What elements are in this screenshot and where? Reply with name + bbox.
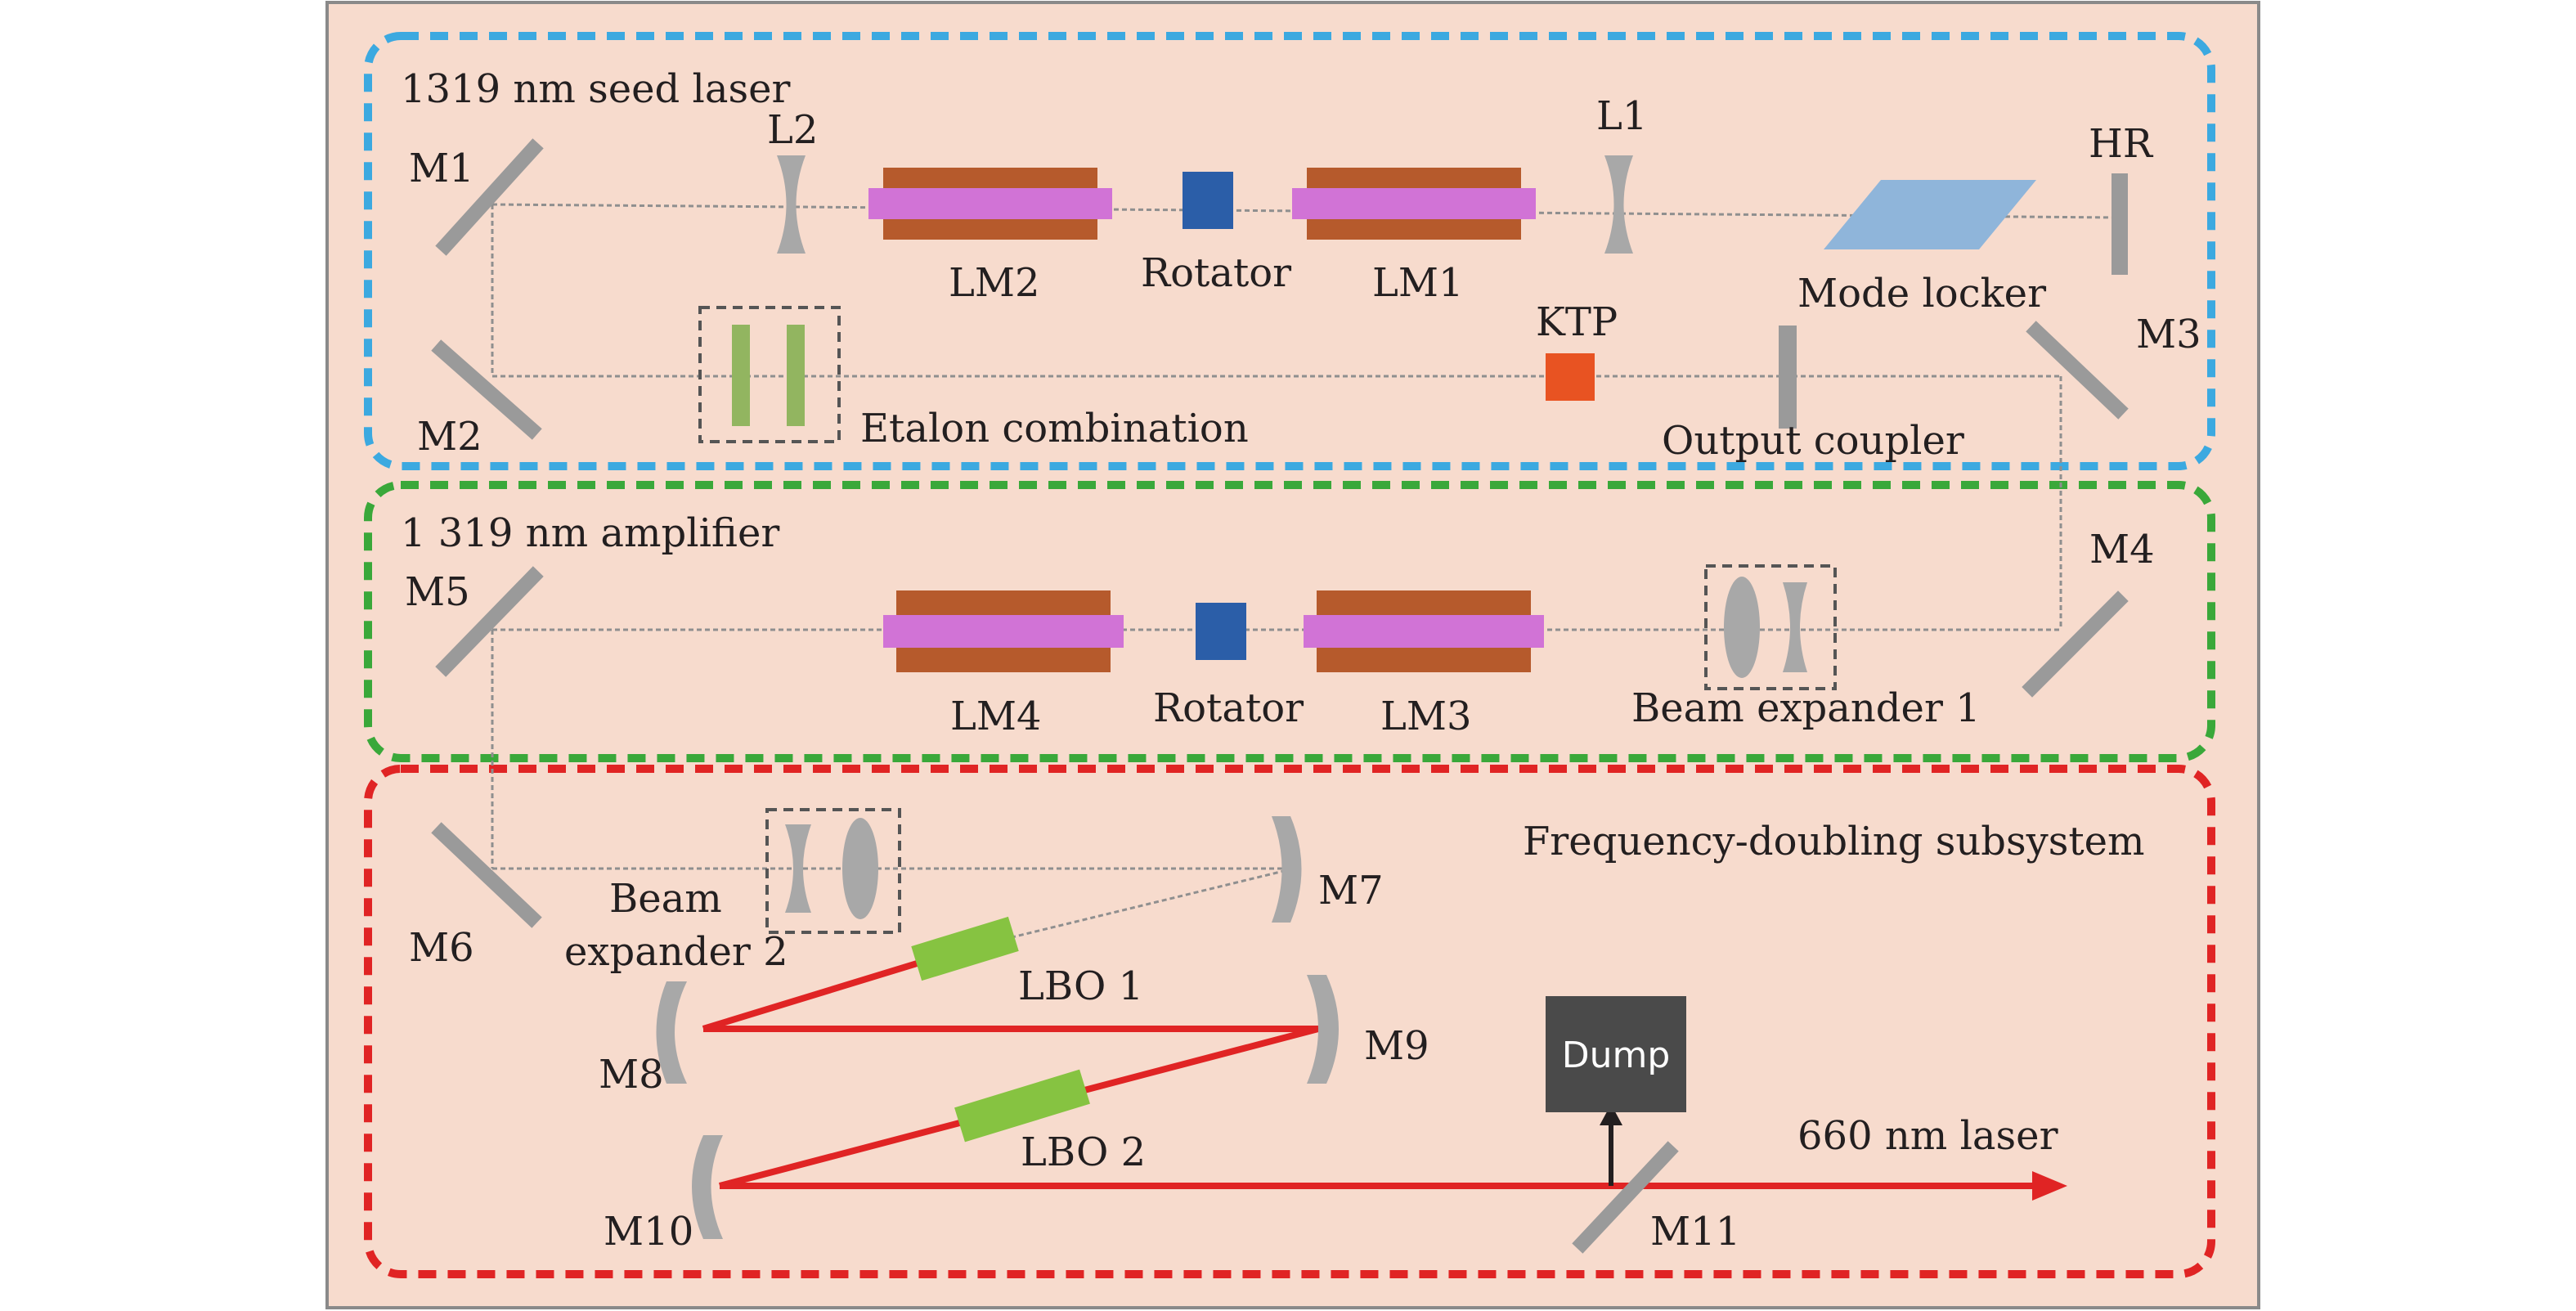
mirror-m6 [431, 822, 542, 928]
beam-expander-2-convex-lens [842, 818, 878, 919]
beam-expander-2-concave-lens [785, 824, 811, 913]
rotator-2 [1196, 603, 1246, 660]
label-m10: M10 [604, 1209, 693, 1255]
label-m9: M9 [1364, 1023, 1429, 1069]
label-beam-expander-2-line1: Beam [609, 876, 722, 922]
label-beam-expander-1: Beam expander 1 [1631, 685, 1981, 731]
laser-module-lm3 [1304, 590, 1544, 672]
label-m3: M3 [2136, 312, 2201, 357]
mirror-m11 [1572, 1141, 1679, 1254]
mirror-m8 [656, 981, 687, 1084]
lbo-crystal-2 [954, 1069, 1090, 1143]
freq-section-title: Frequency-doubling subsystem [1523, 819, 2145, 864]
amp-section-title: 1 319 nm amplifier [401, 510, 779, 556]
etalon-plate-1 [732, 325, 750, 426]
label-m1: M1 [409, 146, 474, 191]
beam-expander-2-box [765, 808, 901, 934]
ktp-crystal [1546, 353, 1595, 401]
amplifier-section [364, 481, 2215, 762]
output-coupler-mirror [1779, 326, 1797, 429]
rotator-1 [1183, 172, 1233, 229]
label-m2: M2 [417, 414, 482, 460]
label-beam-expander-2-line2: expander 2 [564, 929, 788, 975]
label-hr: HR [2089, 121, 2154, 167]
frequency-doubling-section [364, 765, 2215, 1278]
label-l2: L2 [767, 107, 818, 153]
label-lm1: LM1 [1372, 260, 1464, 306]
label-m8: M8 [599, 1052, 664, 1098]
label-m4: M4 [2089, 527, 2155, 572]
label-lbo-2: LBO 2 [1021, 1129, 1146, 1175]
lens-l2 [777, 155, 806, 254]
beam-expander-1-convex-lens [1724, 577, 1760, 678]
label-dump: Dump [1562, 1035, 1671, 1076]
output-arrowhead [2032, 1171, 2067, 1201]
label-lm3: LM3 [1380, 694, 1472, 739]
mirror-m5 [435, 566, 544, 677]
dump-arrowhead [1600, 1104, 1622, 1125]
label-rotator-1: Rotator [1141, 250, 1291, 296]
mirror-m2 [431, 339, 542, 440]
label-m6: M6 [409, 925, 474, 971]
mode-locker [1824, 180, 2036, 249]
label-m7: M7 [1318, 868, 1384, 914]
hr-mirror [2112, 173, 2128, 275]
seed-laser-section [364, 32, 2215, 470]
laser-module-lm2 [868, 168, 1112, 240]
lens-l1 [1604, 155, 1633, 254]
label-lm2: LM2 [949, 260, 1040, 306]
mirror-m7 [1272, 816, 1302, 923]
beam-dump [1546, 996, 1686, 1112]
mirror-m4 [2022, 590, 2129, 698]
mirror-m9 [1307, 975, 1339, 1084]
label-l1: L1 [1596, 93, 1647, 139]
label-output-coupler: Output coupler [1662, 418, 1964, 464]
label-ktp: KTP [1536, 299, 1618, 345]
label-m11: M11 [1650, 1209, 1740, 1255]
label-etalon: Etalon combination [860, 406, 1249, 451]
lbo-crystal-1 [911, 916, 1019, 981]
beam-expander-1-box [1704, 564, 1837, 690]
mirror-m3 [2026, 321, 2129, 420]
label-lm4: LM4 [950, 694, 1042, 739]
mirror-m1 [435, 138, 544, 256]
seed-section-title: 1319 nm seed laser [401, 66, 791, 112]
mirror-m10 [692, 1135, 723, 1239]
label-m5: M5 [405, 569, 470, 615]
laser-module-lm4 [883, 590, 1124, 672]
beam-expander-1-concave-lens [1783, 582, 1807, 672]
label-rotator-2: Rotator [1153, 685, 1304, 731]
label-mode-locker: Mode locker [1797, 271, 2046, 317]
etalon-box [698, 306, 841, 443]
laser-module-lm1 [1292, 168, 1536, 240]
label-output-laser: 660 nm laser [1797, 1113, 2058, 1159]
label-lbo-1: LBO 1 [1018, 963, 1143, 1009]
etalon-plate-2 [787, 325, 805, 426]
